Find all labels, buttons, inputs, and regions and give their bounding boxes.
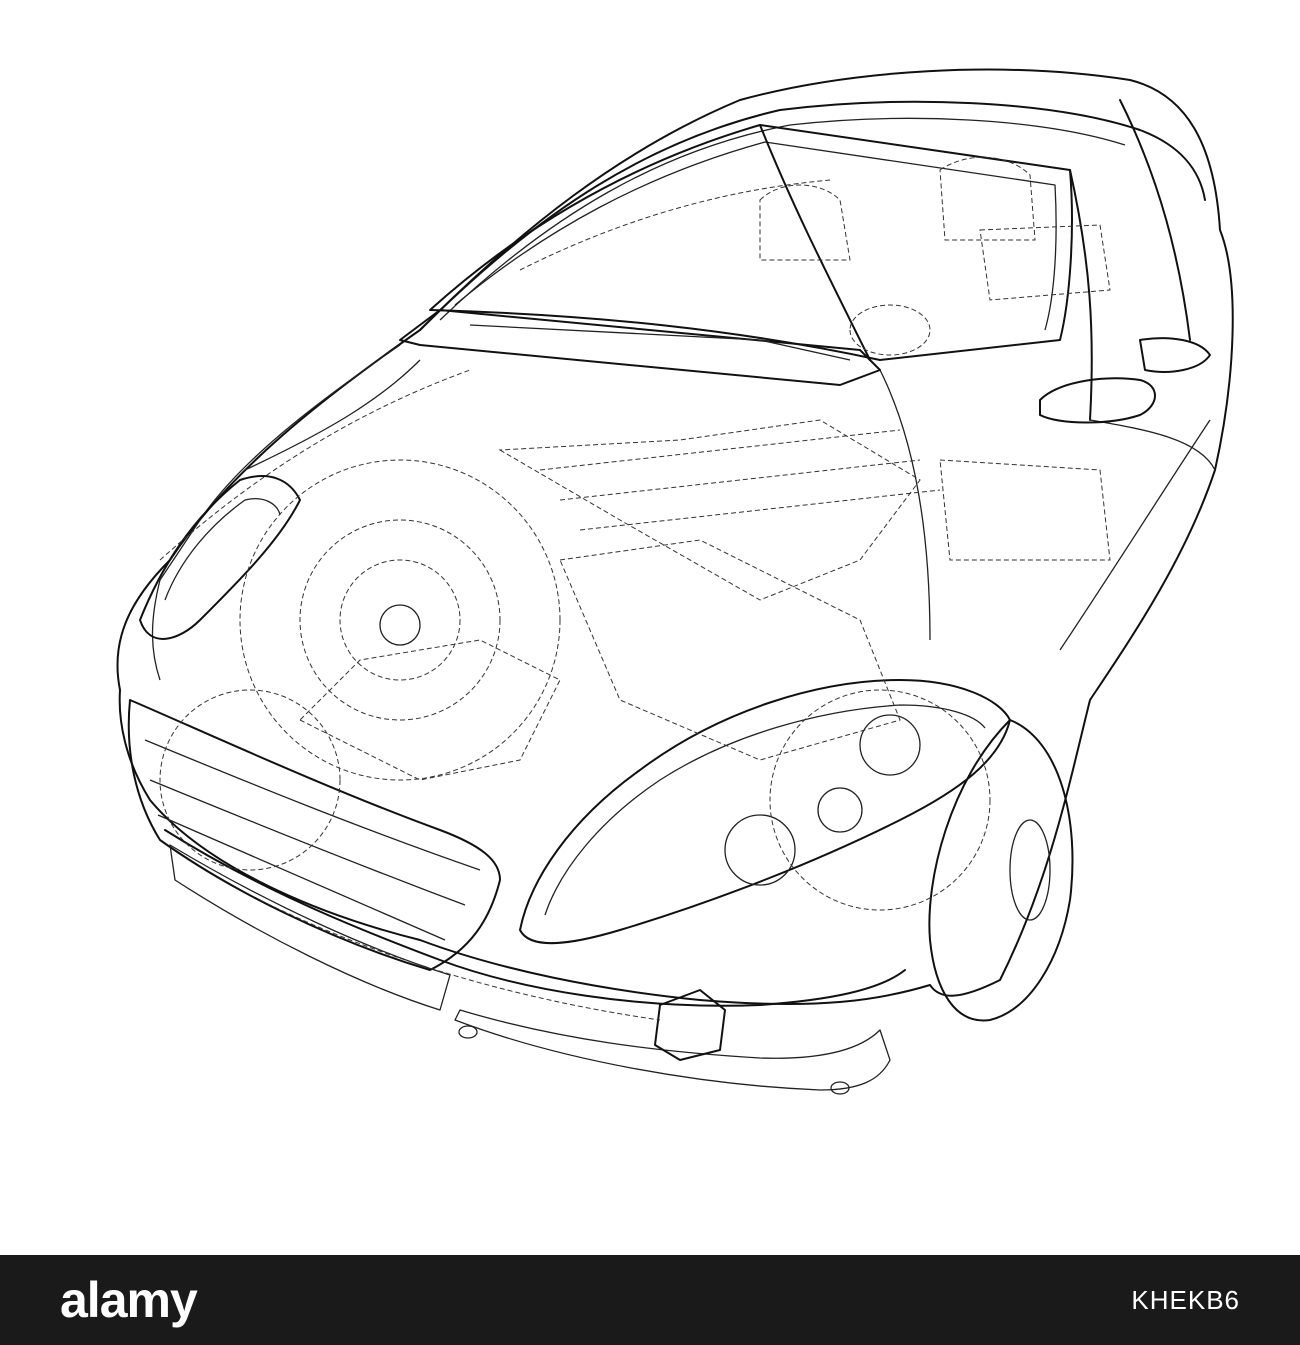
hidden-wheel-arc [239,459,561,781]
fog-lamp-right [830,1081,850,1095]
hidden-chassis-3 [299,639,561,781]
hidden-seat-rear [979,224,1111,301]
hidden-chassis-1 [498,419,921,601]
hidden-front-wheel-left [159,689,341,871]
side-door-line [1059,419,1216,651]
grille-slat-3 [157,814,446,941]
bumper-lower-lip [169,844,451,1011]
a-pillar-right [1069,169,1093,421]
headlight-right [519,679,1011,945]
hidden-body-shell [159,179,831,1021]
rear-light [1139,337,1211,373]
grille-slat-1 [144,739,481,871]
hood-crease [244,359,421,471]
wiper-blade [469,324,851,361]
side-mirror [1039,377,1156,424]
b-pillar-right [1119,99,1191,341]
front-bumper [164,829,906,1007]
hidden-spare-wheel-outer [299,519,501,721]
car-wireframe-svg [116,68,1234,1095]
wheel-front-right [928,719,1074,1022]
headlight-left-inner [164,498,281,601]
wiper-cowl [399,309,881,386]
headlight-right-inner [544,704,986,916]
car-wireframe-drawing [116,68,1234,1095]
footer-bar: alamy KHEKB6 [0,1255,1300,1345]
roof-line [419,100,1206,331]
hidden-rear-axle [939,459,1111,561]
hood-outline [151,344,931,681]
fog-lamp-slot [454,1009,891,1091]
body-outline [116,68,1234,1005]
windshield-frame [429,124,1073,361]
hidden-seat-front-left [759,184,851,261]
hidden-spare-wheel-mid [339,559,461,681]
headlight-right-lamp-1 [859,714,921,776]
fog-lamp-left [458,1025,478,1039]
hidden-seat-front-right [939,156,1036,241]
a-pillar-left [759,124,871,361]
stock-image-id: KHEKB6 [1131,1285,1240,1315]
windshield-inner [454,141,1057,331]
license-plate-mount [654,989,726,1061]
headlight-left [139,475,301,640]
hidden-steering-wheel [849,304,931,356]
grille-slat-2 [149,779,466,906]
hidden-spare-wheel-hub [379,604,421,646]
roof-inner-line [439,117,1126,321]
headlight-right-lamp-2 [817,787,863,833]
hidden-front-wheel-right-inner [769,689,991,911]
brand-logo[interactable]: alamy [60,1272,198,1328]
headlight-right-lamp-3 [724,814,796,886]
hidden-tunnel [539,429,941,531]
hidden-chassis-2 [559,539,901,761]
wheel-front-right-hub [1009,819,1051,921]
front-grille [127,699,501,971]
